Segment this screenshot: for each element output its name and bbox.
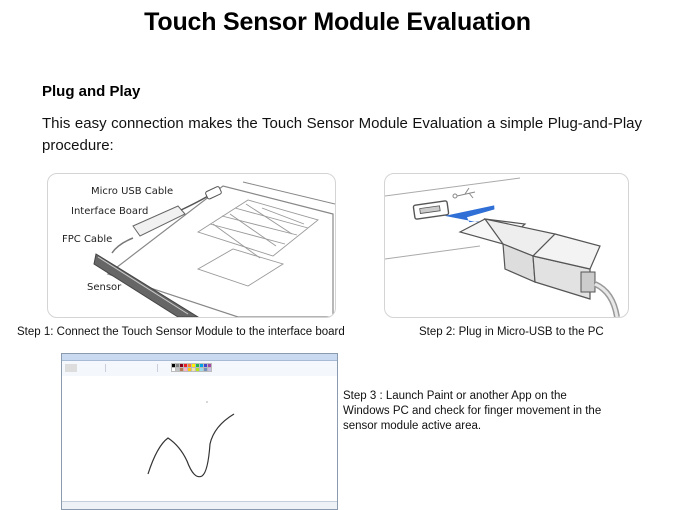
finger-stroke-drawing — [147, 401, 235, 478]
palette-swatch — [187, 367, 192, 372]
palette-swatch — [175, 367, 180, 372]
palette-swatch — [175, 363, 180, 368]
usb-symbol-icon — [452, 187, 476, 199]
paint-ribbon-toolbar — [62, 361, 337, 377]
palette-swatch — [207, 363, 212, 368]
laptop-sensor-illustration — [47, 173, 336, 318]
step1-caption: Step 1: Connect the Touch Sensor Module … — [17, 326, 345, 338]
label-fpc-cable: FPC Cable — [62, 234, 113, 245]
palette-swatch — [187, 363, 192, 368]
palette-swatch — [183, 367, 188, 372]
paint-status-bar — [62, 501, 337, 509]
label-interface-board: Interface Board — [71, 206, 149, 217]
palette-swatch — [203, 363, 208, 368]
slide-title: Touch Sensor Module Evaluation — [144, 8, 531, 36]
palette-swatch — [191, 363, 196, 368]
paint-canvas — [62, 376, 337, 501]
step2-caption: Step 2: Plug in Micro-USB to the PC — [419, 326, 604, 338]
step3-caption: Step 3 : Launch Paint or another App on … — [343, 390, 602, 432]
palette-swatch — [199, 363, 204, 368]
label-sensor: Sensor — [87, 282, 122, 293]
intro-paragraph: This easy connection makes the Touch Sen… — [42, 115, 642, 154]
paint-app-window — [61, 353, 338, 510]
paint-title-bar — [62, 354, 337, 361]
palette-swatch — [179, 367, 184, 372]
palette-swatch — [179, 363, 184, 368]
label-micro-usb-cable: Micro USB Cable — [91, 186, 174, 197]
palette-swatch — [207, 367, 212, 372]
palette-swatch — [195, 363, 200, 368]
laptop-drawing — [93, 181, 335, 317]
palette-swatch — [171, 363, 176, 368]
palette-swatch — [191, 367, 196, 372]
paint-tools-icon — [65, 364, 106, 372]
usb-plug-drawing — [385, 177, 620, 317]
paint-shapes-icon — [112, 364, 158, 372]
palette-swatch — [183, 363, 188, 368]
usb-plug-illustration — [384, 173, 629, 318]
section-heading: Plug and Play — [42, 83, 141, 100]
palette-swatch — [171, 367, 176, 372]
palette-swatch — [195, 367, 200, 372]
palette-swatch — [203, 367, 208, 372]
palette-swatch — [199, 367, 204, 372]
